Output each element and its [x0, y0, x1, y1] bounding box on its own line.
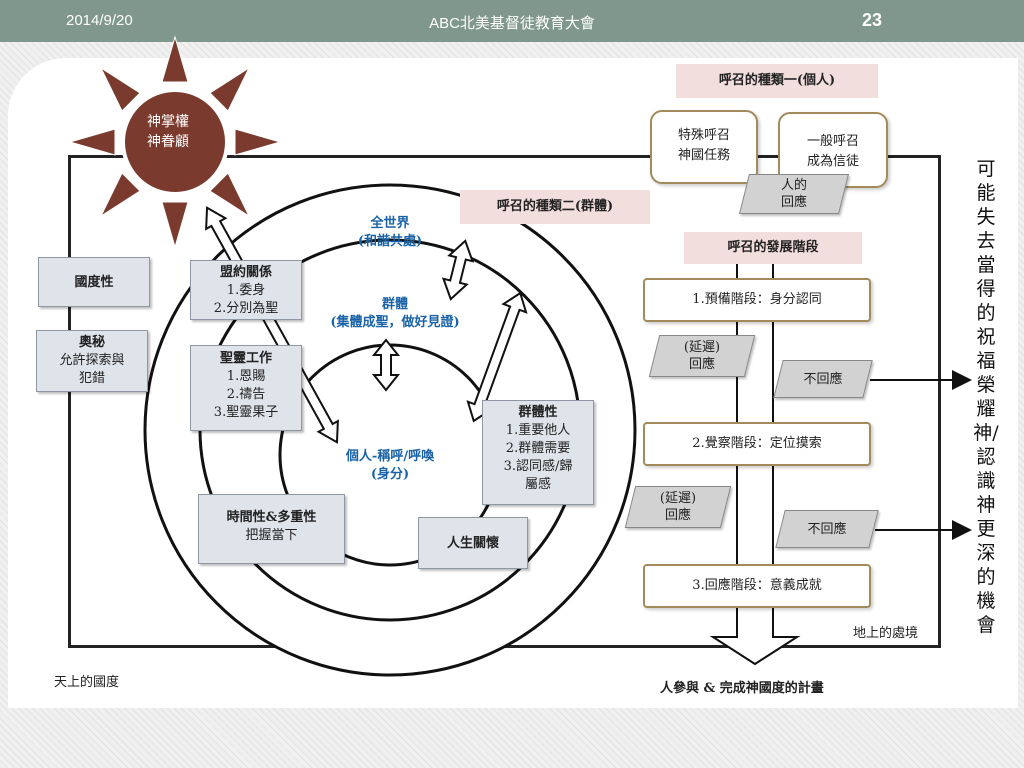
box-spirit-line-1: 1.恩賜: [226, 369, 266, 384]
stage-3-box: 3.回應階段：意義成就: [643, 564, 871, 608]
box-mystery: 奧秘 允許探索與 犯錯: [36, 330, 148, 392]
sun-line-1: 神掌權: [147, 114, 189, 130]
double-arrow-world: [441, 239, 475, 301]
header-date: 2014/9/20: [66, 12, 133, 29]
box-community-line-4: 屬感: [524, 477, 551, 492]
box-life-care-title: 人生關懷: [446, 536, 499, 551]
no-response-2-label: 不回應: [807, 521, 847, 537]
middle-circle-label: 群體 (集體成聖，做好見證): [300, 296, 490, 332]
special-calling-box: 特殊呼召 神國任務: [650, 110, 758, 184]
no-response-box-2: 不回應: [780, 510, 874, 548]
human-response-box: 人的回應: [744, 174, 844, 214]
box-community-line-2: 2.群體需要: [505, 441, 571, 456]
middle-circle-line-2: (集體成聖，做好見證): [330, 315, 460, 330]
inner-circle-line-2: (身分): [370, 467, 410, 482]
special-calling-line-2: 神國任務: [677, 148, 730, 163]
box-spirit: 聖靈工作 1.恩賜 2.禱告 3.聖靈果子: [190, 345, 302, 431]
box-covenant-line-2: 2.分別為聖: [213, 301, 279, 316]
human-response-line-1: 人的: [780, 178, 807, 193]
box-mystery-line-2: 犯錯: [78, 371, 105, 386]
individual-calling-title: 呼召的種類一(個人): [676, 64, 878, 98]
box-community-line-1: 1.重要他人: [505, 423, 571, 438]
no-response-box-1: 不回應: [778, 360, 868, 398]
page-number: 23: [862, 10, 883, 30]
sun-label: 神掌權 神眷顧: [120, 112, 216, 152]
box-covenant: 盟約關係 1.委身 2.分別為聖: [190, 260, 302, 320]
delay-2-line-2: 回應: [664, 508, 691, 523]
earth-label: 地上的處境: [853, 626, 919, 641]
delay-response-box-1: (延遲) 回應: [654, 335, 750, 377]
stage-1-box: 1.預備階段：身分認同: [643, 278, 871, 322]
box-kingdom: 國度性: [38, 257, 150, 307]
box-time: 時間性&多重性 把握當下: [198, 494, 345, 564]
box-community: 群體性 1.重要他人 2.群體需要 3.認同感/歸 屬感: [482, 400, 594, 505]
outer-circle-label: 全世界 (和諧共處): [330, 215, 450, 251]
delay-1-line-2: 回應: [688, 357, 715, 372]
box-mystery-line-1: 允許探索與: [59, 353, 125, 368]
stage-2-box: 2.覺察階段：定位摸索: [643, 422, 871, 466]
box-spirit-title: 聖靈工作: [219, 351, 272, 366]
box-time-line-1: 把握當下: [245, 528, 298, 543]
box-community-line-3: 3.認同感/歸: [503, 459, 573, 474]
outer-circle-line-1: 全世界: [370, 216, 410, 231]
special-calling-line-1: 特殊呼召: [677, 128, 730, 143]
inner-circle-label: 個人-稱呼/呼喚 (身分): [322, 448, 458, 484]
box-life-care: 人生關懷: [418, 517, 528, 569]
sun-rays: [68, 35, 282, 249]
group-calling-title: 呼召的種類二(群體): [460, 190, 650, 224]
vertical-consequence-text: 可能失去當得的祝福榮耀神/認識神更深的機會: [973, 158, 999, 636]
box-spirit-line-2: 2.禱告: [226, 387, 266, 402]
delay-2-line-1: (延遲): [659, 491, 697, 506]
no-response-1-label: 不回應: [803, 371, 843, 387]
box-time-title: 時間性&多重性: [226, 510, 317, 525]
header-title: ABC北美基督徒教育大會: [429, 15, 595, 32]
box-mystery-title: 奧秘: [78, 335, 105, 350]
delay-1-line-1: (延遲): [683, 340, 721, 355]
sun-line-2: 神眷顧: [147, 134, 189, 150]
box-covenant-line-1: 1.委身: [226, 283, 266, 298]
heaven-label: 天上的國度: [54, 675, 120, 690]
delay-response-box-2: (延遲) 回應: [630, 486, 726, 528]
stages-title: 呼召的發展階段: [684, 232, 862, 264]
box-covenant-title: 盟約關係: [219, 265, 272, 280]
inner-circle-line-1: 個人-稱呼/呼喚: [345, 449, 435, 464]
header-bar: 2014/9/20 ABC北美基督徒教育大會 23: [0, 0, 1024, 42]
box-spirit-line-3: 3.聖靈果子: [213, 405, 279, 420]
plan-label: 人參與 & 完成神國度的計畫: [660, 681, 824, 696]
outer-circle-line-2: (和諧共處): [357, 234, 423, 249]
general-calling-line-2: 成為信徒: [806, 154, 859, 169]
sun-core: [121, 88, 229, 196]
general-calling-line-1: 一般呼召: [806, 134, 859, 149]
human-response-line-2: 回應: [780, 195, 807, 210]
double-arrow-group: [466, 291, 528, 423]
box-kingdom-title: 國度性: [74, 275, 114, 290]
double-arrow-middle: [371, 338, 401, 392]
box-community-title: 群體性: [518, 405, 558, 420]
middle-circle-line-1: 群體: [381, 297, 408, 312]
